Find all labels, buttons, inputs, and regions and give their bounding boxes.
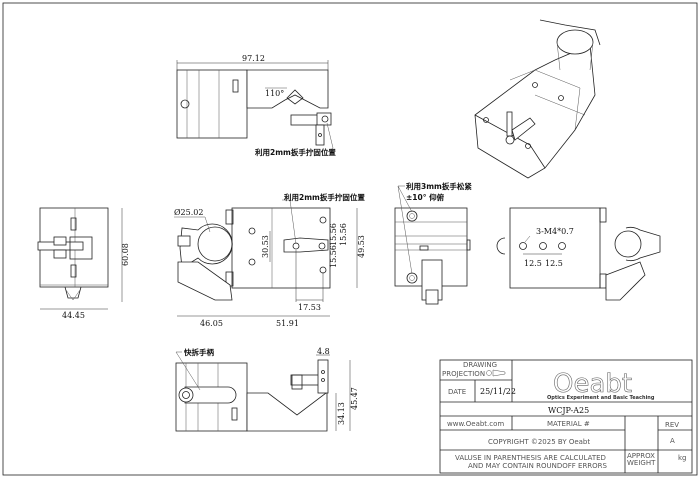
screw-icon bbox=[180, 99, 190, 109]
svg-text:WCJP-A25: WCJP-A25 bbox=[548, 406, 589, 415]
svg-text:34.13: 34.13 bbox=[337, 402, 346, 425]
svg-text:APPROX: APPROX bbox=[627, 452, 655, 460]
svg-text:4.8: 4.8 bbox=[317, 347, 330, 356]
svg-text:15.56: 15.56 bbox=[329, 223, 338, 246]
svg-text:REV: REV bbox=[665, 421, 679, 429]
svg-text:30.53: 30.53 bbox=[261, 235, 270, 258]
clamp-ring bbox=[197, 226, 233, 262]
quick-release-knob bbox=[178, 387, 194, 403]
svg-text:25/11/22: 25/11/22 bbox=[480, 387, 516, 396]
svg-text:45.47: 45.47 bbox=[350, 387, 359, 410]
screw-icon bbox=[406, 210, 418, 222]
front-view: 30.53 15.56 15.56 15.56 49.53 17.53 46.0… bbox=[174, 192, 366, 328]
svg-text:利用2mm扳手拧固位置: 利用2mm扳手拧固位置 bbox=[283, 192, 365, 202]
svg-text:44.45: 44.45 bbox=[62, 311, 85, 320]
back-view: 3-M4*0.7 12.5 12.5 bbox=[496, 207, 661, 301]
title-block: DRAWING PROJECTION DATE 25/11/22 Oeabt O… bbox=[439, 359, 693, 474]
svg-text:www.Oeabt.com: www.Oeabt.com bbox=[447, 420, 504, 428]
svg-text:PROJECTION: PROJECTION bbox=[442, 370, 485, 378]
svg-text:46.05: 46.05 bbox=[200, 319, 223, 328]
svg-text:COPYRIGHT ©2025 BY Oeabt: COPYRIGHT ©2025 BY Oeabt bbox=[488, 438, 590, 446]
svg-text:利用3mm扳手松紧: 利用3mm扳手松紧 bbox=[405, 181, 472, 191]
svg-text:Ø25.02: Ø25.02 bbox=[174, 208, 203, 217]
svg-text:15.56: 15.56 bbox=[339, 223, 348, 246]
svg-text:MATERIAL #: MATERIAL # bbox=[547, 420, 590, 428]
svg-text:3-M4*0.7: 3-M4*0.7 bbox=[536, 227, 574, 236]
svg-text:AND MAY CONTAIN ROUNDOFF ERROR: AND MAY CONTAIN ROUNDOFF ERRORS bbox=[468, 462, 608, 470]
svg-text:60.08: 60.08 bbox=[121, 243, 130, 266]
top-view: 110° 97.12 利用2mm扳手拧固位置 bbox=[176, 54, 336, 157]
svg-text:Optics Experiment and Basic Te: Optics Experiment and Basic Teaching bbox=[547, 395, 655, 401]
svg-text:快拆手柄: 快拆手柄 bbox=[184, 347, 214, 357]
svg-text:kg: kg bbox=[678, 454, 687, 462]
isometric-view bbox=[474, 19, 601, 179]
company-logo: Oeabt bbox=[553, 369, 632, 399]
svg-text:WEIGHT: WEIGHT bbox=[627, 459, 656, 467]
svg-text:VALUSE IN PARENTHESIS ARE CALC: VALUSE IN PARENTHESIS ARE CALCULATED bbox=[455, 454, 606, 462]
svg-text:12.5: 12.5 bbox=[545, 259, 563, 268]
svg-text:17.53: 17.53 bbox=[298, 303, 321, 312]
svg-text:97.12: 97.12 bbox=[242, 54, 265, 63]
svg-text:DATE: DATE bbox=[448, 388, 466, 396]
bottom-view: 4.8 45.47 34.13 快拆手柄 bbox=[175, 347, 359, 432]
side-view: 利用3mm扳手松紧 ±10° 仰俯 bbox=[394, 181, 472, 305]
svg-text:15.56: 15.56 bbox=[329, 245, 338, 268]
svg-text:±10° 仰俯: ±10° 仰俯 bbox=[406, 192, 445, 202]
svg-text:DRAWING: DRAWING bbox=[463, 361, 497, 369]
svg-text:49.53: 49.53 bbox=[357, 235, 366, 258]
svg-text:51.91: 51.91 bbox=[276, 319, 299, 328]
svg-text:A: A bbox=[670, 437, 675, 445]
left-view: 60.08 44.45 bbox=[37, 207, 130, 320]
svg-text:利用2mm扳手拧固位置: 利用2mm扳手拧固位置 bbox=[254, 147, 336, 157]
svg-text:12.5: 12.5 bbox=[524, 259, 542, 268]
projection-symbol-icon bbox=[486, 369, 506, 377]
svg-text:110°: 110° bbox=[265, 89, 284, 98]
